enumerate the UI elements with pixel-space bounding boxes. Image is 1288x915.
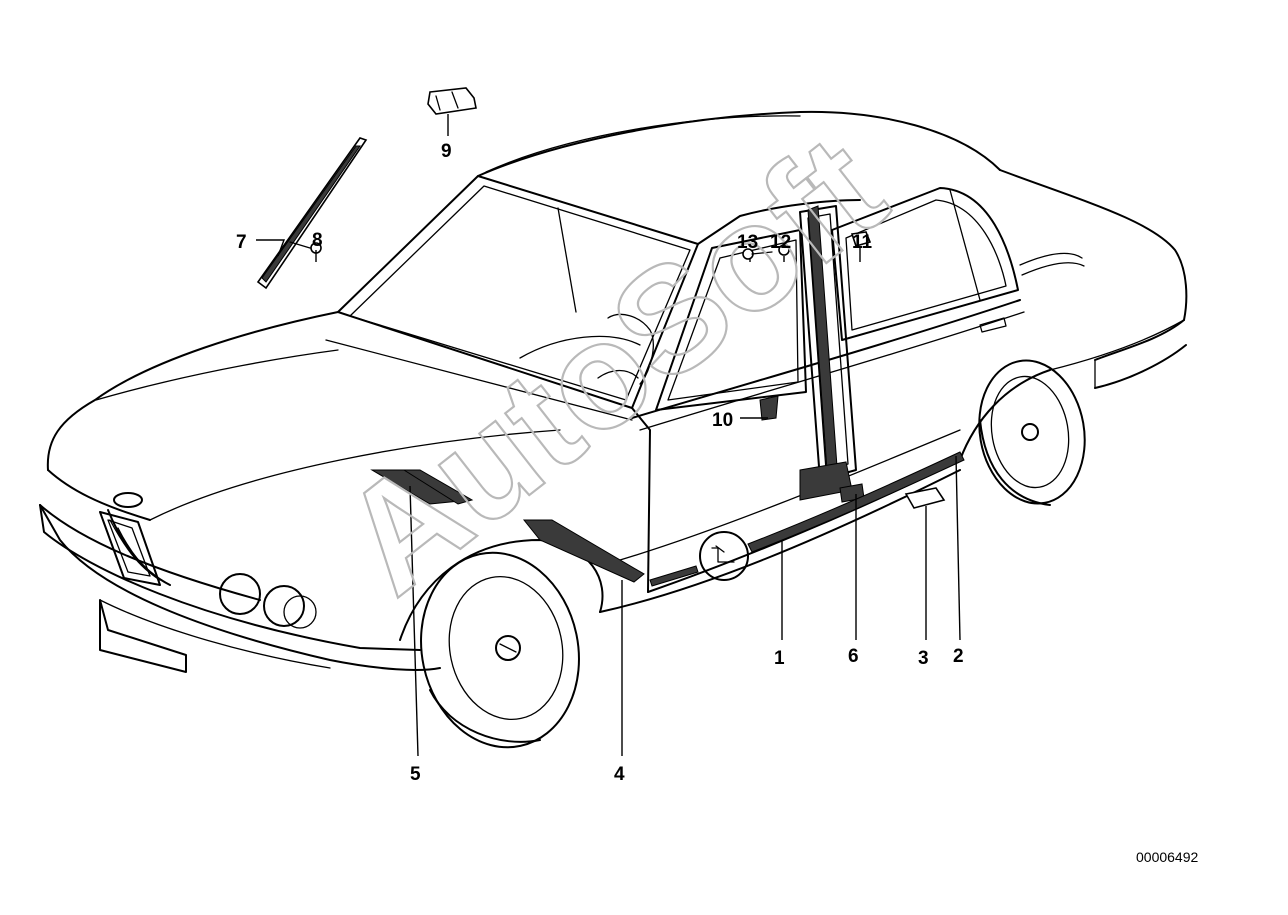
- callout-9: 9: [441, 141, 452, 162]
- part-3-clip: [904, 487, 946, 509]
- callout-13: 13: [737, 232, 758, 253]
- callout-2: 2: [953, 646, 964, 667]
- part-9-clip: [427, 87, 477, 115]
- callout-8: 8: [312, 230, 323, 251]
- callout-3: 3: [918, 648, 929, 669]
- car-body-drawing: [39, 110, 1188, 749]
- callout-labels: 1 2 3 4 5 6 7 8 9 10 11 12 13: [236, 141, 964, 785]
- part-12-nut: [778, 244, 790, 256]
- callout-5: 5: [410, 764, 421, 785]
- callout-10: 10: [712, 410, 733, 431]
- part-11-clip: [850, 231, 872, 247]
- callout-1: 1: [774, 648, 785, 669]
- part-4-fender-trim: [522, 519, 645, 583]
- document-number: 00006492: [1136, 849, 1199, 865]
- callout-12: 12: [770, 232, 791, 253]
- callout-11: 11: [852, 232, 873, 253]
- callout-7: 7: [236, 232, 247, 253]
- part-10-clip: [759, 395, 779, 421]
- callout-6: 6: [848, 646, 859, 667]
- leader-lines: [256, 114, 961, 757]
- callout-4: 4: [614, 764, 625, 785]
